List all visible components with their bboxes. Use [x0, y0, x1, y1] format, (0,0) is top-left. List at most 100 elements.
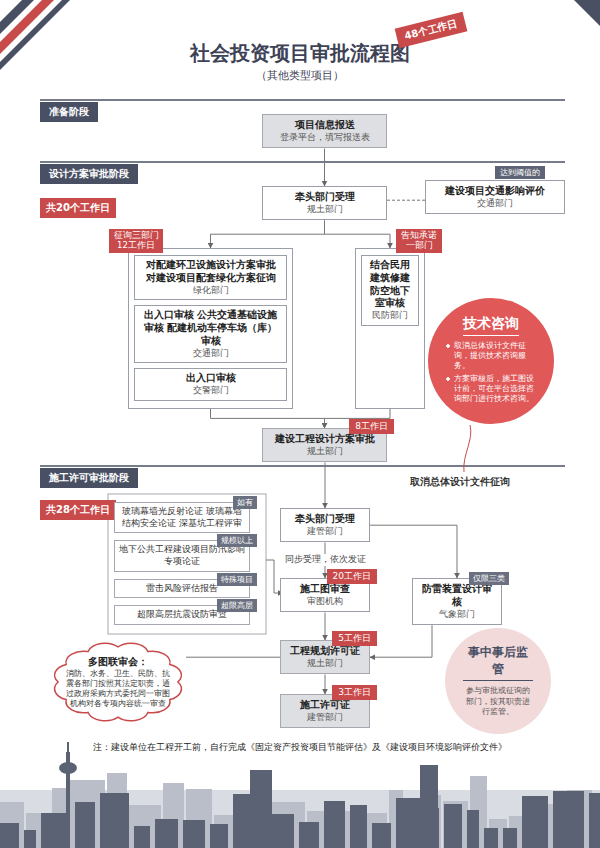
layout-rect	[183, 820, 205, 848]
layout-rect	[589, 793, 600, 848]
node-text: 施工图审查	[286, 583, 364, 596]
node-text: 3工作日	[332, 685, 377, 700]
node-text: 多图联审会：	[66, 655, 170, 669]
layout-ellipse	[59, 762, 77, 774]
node-text: 交通部门	[431, 198, 559, 210]
node-text: 消防、水务、卫生、民防、抗震各部门按照其法定职责，通过政府采购方式委托同一审图机…	[66, 669, 170, 709]
node-text: 方案审核后，施工图设计前，可在平台选择咨询部门进行技术咨询。	[446, 374, 536, 404]
process-box: 建设工程设计方案审批规土部门8工作日	[262, 428, 387, 462]
item-box: 超限高层抗震设防审查超限高层	[114, 605, 250, 625]
subtitle: （其他类型项目）	[0, 68, 600, 83]
layout-rect	[70, 780, 105, 848]
node-text: 交通部门	[139, 348, 282, 360]
node-text: 牵头部门受理	[268, 191, 381, 204]
connector	[370, 625, 432, 657]
process-box: 防雷装置设计审核气象部门仅限三类	[412, 578, 502, 625]
stage-band: 施工许可审批阶段	[40, 468, 138, 488]
cloud-note: 多图联审会：消防、水务、卫生、民防、抗震各部门按照其法定职责，通过政府采购方式委…	[50, 638, 186, 726]
node-text: 审图机构	[286, 596, 364, 608]
node-text: 交警部门	[139, 385, 282, 397]
layout-polygon	[574, 0, 600, 26]
layout-rect	[108, 494, 266, 634]
layout-rect	[372, 823, 391, 848]
connector	[186, 657, 280, 658]
node-text: 结合民用建筑修建防空地下室审核	[366, 259, 414, 310]
group-box: 征询三部门 12工作日对配建环卫设施设计方案审批 对建设项目配套绿化方案征询绿化…	[128, 248, 293, 409]
node-text: 征询三部门 12工作日	[109, 229, 163, 253]
layout-rect	[467, 810, 479, 848]
layout-rect	[155, 819, 178, 848]
process-box: 牵头部门受理规土部门	[262, 186, 387, 220]
node-text: 建设项目交通影响评价	[431, 185, 559, 198]
layout-line	[40, 465, 565, 467]
node-text: 规土部门	[268, 446, 381, 458]
layout-rect	[484, 828, 498, 848]
node-text: 特殊项目	[217, 573, 257, 586]
layout-rect	[0, 823, 19, 848]
process-box: 建设项目交通影响评价交通部门	[425, 180, 565, 214]
layout-rect	[100, 793, 129, 848]
connector	[387, 200, 425, 201]
layout-polygon	[0, 0, 54, 54]
node-text: 达到阈值的	[500, 167, 540, 178]
layout-rect	[522, 796, 548, 848]
layout-rect	[553, 791, 584, 848]
node-text: 参与审批或征询的部门，按其职责进行监管。	[463, 686, 533, 717]
note-label: 取消总体设计文件征询	[410, 476, 510, 489]
node-text: 建设工程设计方案审批	[268, 433, 381, 446]
connector	[370, 525, 457, 578]
layout-line	[40, 99, 565, 101]
node-text: 共20个工作日	[46, 201, 110, 215]
node-text: 施工许可审批阶段	[49, 471, 129, 485]
layout-polygon	[0, 0, 70, 70]
item-box: 地下公共工程建设项目防汛影响专项论证规模以上	[114, 540, 250, 571]
layout-rect	[503, 828, 517, 848]
connector	[325, 221, 391, 249]
total-days-badge: 48个工作日	[395, 12, 468, 48]
footnote: 注：建设单位在工程开工前，自行完成《固定资产投资项目节能评估》及《建设项目环境影…	[0, 742, 600, 754]
layout-rect	[210, 824, 228, 848]
layout-g	[0, 742, 600, 848]
node-text: 共28个工作日	[46, 503, 110, 517]
process-box: 出入口审核交警部门	[134, 368, 287, 400]
layout-rect	[443, 801, 468, 848]
info-circle: 事中事后监管参与审批或征询的部门，按其职责进行监管。	[445, 628, 551, 734]
node-text: 出入口审核	[139, 372, 282, 385]
process-box: 结合民用建筑修建防空地下室审核民防部门	[361, 255, 419, 326]
connector	[325, 675, 326, 695]
stage-band: 设计方案审批阶段	[40, 164, 138, 184]
node-text: 取消总体设计文件征询，提供技术咨询服务。	[446, 341, 536, 371]
node-text: 民防部门	[366, 310, 414, 322]
layout-rect	[444, 804, 462, 848]
item-box: 雷击风险评估报告特殊项目	[114, 579, 250, 599]
node-text: 建管部门	[286, 712, 364, 724]
node-text: 告知承诺 一部门	[396, 229, 442, 253]
layout-path	[464, 425, 471, 472]
node-text: 绿化部门	[139, 285, 282, 297]
node-text: 如有	[233, 496, 257, 509]
node-text: 规模以上	[217, 534, 257, 547]
process-box: 对配建环卫设施设计方案审批 对建设项目配套绿化方案征询绿化部门	[134, 255, 287, 300]
node-text: 气象部门	[418, 609, 496, 621]
node-text: 施工许可证	[286, 699, 364, 712]
connector	[325, 613, 326, 641]
layout-rect	[67, 742, 69, 754]
process-box: 工程规划许可证规土部门5工作日	[280, 640, 370, 674]
process-box: 施工许可证建管部门3工作日	[280, 694, 370, 728]
node-text: 8工作日	[349, 419, 394, 434]
node-text: 20工作日	[327, 569, 377, 584]
layout-rect	[350, 805, 367, 848]
node-text: 项目信息报送	[268, 119, 381, 132]
node-text: 5工作日	[332, 631, 377, 646]
node-text: 规土部门	[286, 658, 364, 670]
node-text: 设计方案审批阶段	[49, 167, 129, 181]
process-box: 出入口审核 公共交通基础设施审核 配建机动车停车场（库）审核交通部门	[134, 305, 287, 363]
node-text: 仅限三类	[469, 572, 509, 585]
node-text: 出入口审核 公共交通基础设施审核 配建机动车停车场（库）审核	[139, 309, 282, 347]
group-box: 告知承诺 一部门结合民用建筑修建防空地下室审核民防部门	[355, 248, 425, 409]
layout-rect	[0, 802, 24, 848]
duration-tag: 共20个工作日	[40, 198, 116, 218]
node-text: 技术咨询	[463, 315, 519, 336]
connector	[211, 409, 325, 428]
